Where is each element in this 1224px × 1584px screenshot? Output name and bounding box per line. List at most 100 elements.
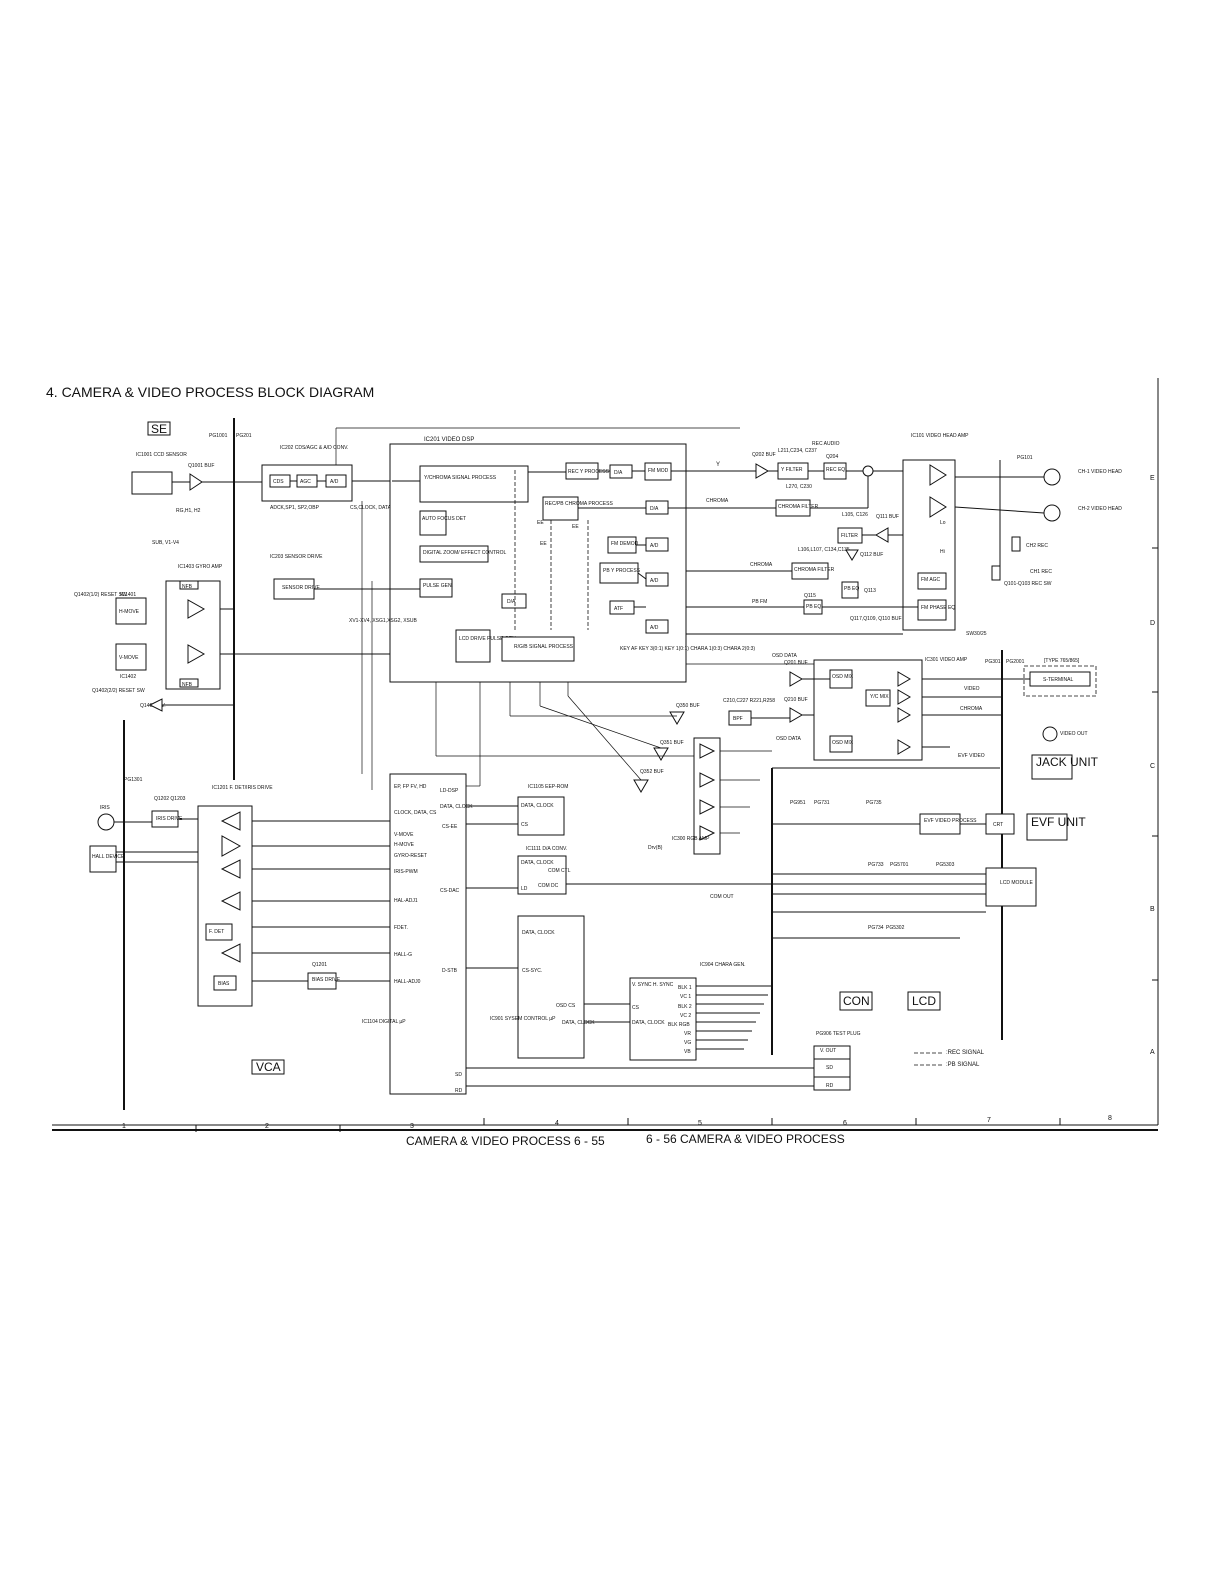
- ic904-block: [629, 977, 697, 1061]
- se-unit-label: SE: [151, 422, 167, 436]
- ch1rec-label: CH1 REC: [1030, 569, 1052, 575]
- c210-label: C210,C227 R221,R258: [723, 698, 775, 704]
- q202-buffer-icon: [755, 463, 769, 479]
- ad-label: A/D: [330, 479, 339, 485]
- fm-phase-block: [917, 599, 947, 621]
- pin-cs-ee-label: CS-EE: [442, 824, 458, 830]
- ad3-block: [645, 572, 669, 587]
- da-data-label: DATA, CLOCK: [521, 860, 554, 866]
- vsync-label: V. SYNC H. SYNC: [632, 982, 674, 988]
- grid-col-label: 1: [122, 1123, 126, 1130]
- q112-label: Q112 BUF: [860, 552, 883, 558]
- hmove-block: [115, 597, 147, 625]
- vca-amp4-icon: [220, 891, 241, 911]
- lo-label: Lo: [940, 520, 946, 526]
- yc-mix-label: Y/C MIX: [870, 694, 889, 700]
- q352-buffer-icon: [633, 779, 649, 793]
- l106-label: L106,L107, C134,C135: [798, 547, 850, 553]
- fm-phase-label: FM PHASE EQ: [921, 605, 955, 611]
- autofocus-block: [419, 510, 447, 536]
- pin-ld-dsp-label: LD-DSP: [440, 788, 459, 794]
- q113-label: Q113: [864, 588, 876, 594]
- pin-fdet-label: FDET.: [394, 925, 408, 931]
- osd-data-label: OSD DATA: [776, 736, 801, 742]
- ic1104-block: [389, 773, 467, 1095]
- ic904-label: IC904 CHARA GEN.: [700, 962, 746, 968]
- blk1-label: BLK 1: [678, 985, 692, 991]
- ic1403-label: IC1403 GYRO AMP: [178, 564, 223, 570]
- data-clock2-label: DATA, CLOCK: [562, 1020, 595, 1026]
- ic203-label: IC203 SENSOR DRIVE: [270, 554, 323, 560]
- pg301-label: PG301: [985, 659, 1001, 665]
- grid-ticks: [195, 547, 1158, 1132]
- zoom-block: [419, 545, 489, 563]
- q202-label: Q202 BUF: [752, 452, 776, 458]
- pulse-label: PULSE GEN.: [423, 583, 453, 589]
- blkrgb-label: BLK RGB: [668, 1022, 690, 1028]
- ccd-sensor-block: [131, 471, 173, 495]
- pg1001-label: PG1001: [209, 433, 228, 439]
- q1001-buffer-icon: [189, 473, 203, 491]
- vmove-label: V-MOVE: [119, 655, 139, 661]
- pg2001-label: PG2001: [1006, 659, 1025, 665]
- vg-label: VG: [684, 1040, 691, 1046]
- com-out-label: COM OUT: [710, 894, 734, 900]
- summing-node-icon: [862, 465, 874, 477]
- recy-label: REC Y PROCESS: [568, 469, 610, 475]
- q1402b-label: Q1402(2/2) RESET SW: [92, 688, 145, 694]
- nfb-label: NFB: [182, 682, 193, 688]
- pbfm-label: PB FM: [752, 599, 767, 605]
- video-amp3-icon: [897, 707, 911, 723]
- ad4-block: [645, 619, 669, 634]
- q210-label: Q210 BUF: [784, 697, 808, 703]
- bias-label: BIAS: [218, 981, 230, 987]
- ch2rec-label: CH2 REC: [1026, 543, 1048, 549]
- q1201-label: Q1201: [312, 962, 327, 968]
- l270-label: L270, C230: [786, 484, 812, 490]
- vca-amp5-icon: [220, 943, 241, 963]
- cs-syc-label: CS-SYC.: [522, 968, 542, 974]
- q1401-inverter-icon: [148, 698, 163, 712]
- ee-label: EE: [572, 524, 579, 530]
- sd-label: SD: [826, 1065, 833, 1071]
- fmmod-label: FM MOD: [648, 468, 669, 474]
- pg951-label: PG951: [790, 800, 806, 806]
- pin-sd-label: SD: [455, 1072, 462, 1078]
- fm-agc-label: FM AGC: [921, 577, 941, 583]
- rec-eq-label: REC EQ: [826, 467, 845, 473]
- ychroma-label: Y/CHROMA SIGNAL PROCESS: [424, 475, 497, 481]
- q351-label: Q351 BUF: [660, 740, 684, 746]
- rec-audio-label: REC AUDIO: [812, 441, 840, 447]
- q350-buffer-icon: [669, 711, 685, 725]
- q101-label: Q101-Q103 REC SW: [1004, 581, 1052, 587]
- pin-d-stb-label: D-STB: [442, 968, 458, 974]
- y-signal-label: Y: [716, 462, 720, 468]
- video-out-label: VIDEO OUT: [1060, 731, 1088, 737]
- s-terminal-label: S-TERMINAL: [1043, 677, 1074, 683]
- pin-data-clock-label: DATA, CLOCK: [440, 804, 473, 810]
- test-plug-block: [813, 1045, 851, 1091]
- q1001-label: Q1001 BUF: [188, 463, 214, 469]
- fdet-block: [205, 923, 233, 941]
- pby-label: PB Y PROCESS: [603, 568, 641, 574]
- rgb-amp4-icon: [699, 825, 716, 841]
- blk2-label: BLK 2: [678, 1004, 692, 1010]
- con-unit-label: CON: [843, 994, 870, 1008]
- pin-cs-dac-label: CS-DAC: [440, 888, 460, 894]
- grid-row-label: D: [1150, 620, 1155, 627]
- ic202-label: IC202 CDS/AGC & A/D CONV.: [280, 445, 348, 451]
- gyro-amp-block: [165, 580, 221, 690]
- pg733-label: PG733: [868, 862, 884, 868]
- grid-col-label: 5: [698, 1120, 702, 1127]
- pin-vmove-label: V-MOVE: [394, 832, 414, 838]
- v-out-label: V. OUT: [820, 1048, 836, 1054]
- recpb-label: REC/PB CHROMA PROCESS: [545, 501, 613, 507]
- footer-right: 6 - 56 CAMERA & VIDEO PROCESS: [646, 1132, 845, 1146]
- autofocus-label: AUTO FOCUS DET: [422, 516, 466, 522]
- ychroma-block: [419, 465, 529, 503]
- eeprom-data-label: DATA, CLOCK: [521, 803, 554, 809]
- iris-drive-label: IRIS DRIVE: [156, 816, 183, 822]
- ad4-label: A/D: [650, 625, 659, 631]
- q351-buffer-icon: [653, 747, 669, 761]
